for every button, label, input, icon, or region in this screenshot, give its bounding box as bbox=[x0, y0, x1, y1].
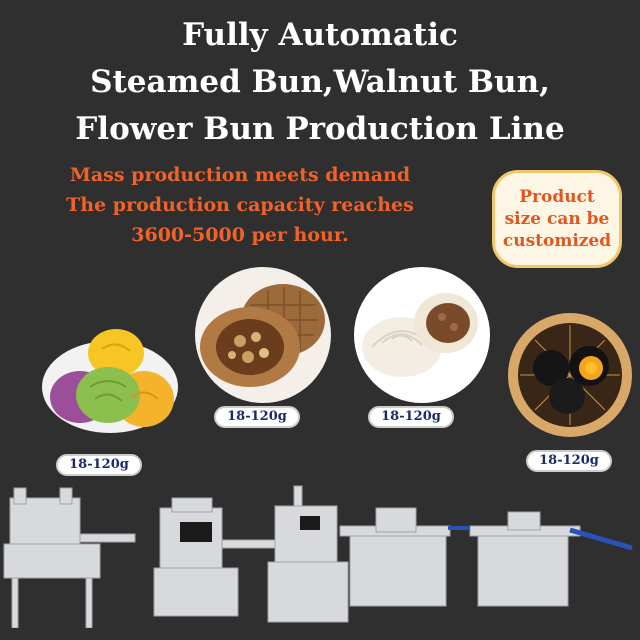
production-line-machines-image bbox=[0, 485, 640, 640]
weight-badge-walnut-bun: 18-120g bbox=[214, 406, 300, 428]
badge-line-1: Product bbox=[519, 187, 595, 207]
walnut-bun-image bbox=[195, 267, 331, 403]
weight-badge-lava-bun: 18-120g bbox=[526, 450, 612, 472]
title-line-2: Steamed Bun,Walnut Bun, bbox=[90, 64, 550, 100]
weight-badge-steamed-bun: 18-120g bbox=[368, 406, 454, 428]
page-title: Fully Automatic Steamed Bun,Walnut Bun, … bbox=[0, 12, 640, 153]
title-line-3: Flower Bun Production Line bbox=[75, 111, 565, 147]
capacity-text: Mass production meets demand The product… bbox=[30, 160, 450, 250]
subtitle-line-3: 3600-5000 per hour. bbox=[131, 224, 349, 246]
weight-badge-flower-bun: 18-120g bbox=[56, 454, 142, 476]
title-line-1: Fully Automatic bbox=[182, 17, 458, 53]
subtitle-line-2: The production capacity reaches bbox=[66, 194, 414, 216]
colorful-flower-buns-image bbox=[42, 329, 178, 433]
subtitle-line-1: Mass production meets demand bbox=[69, 164, 411, 186]
black-lava-bun-image bbox=[508, 313, 632, 437]
badge-line-2: size can be bbox=[504, 209, 610, 229]
badge-line-3: customized bbox=[502, 231, 612, 251]
steamed-bun-image bbox=[354, 267, 490, 403]
customization-badge: Product size can be customized bbox=[492, 170, 622, 268]
